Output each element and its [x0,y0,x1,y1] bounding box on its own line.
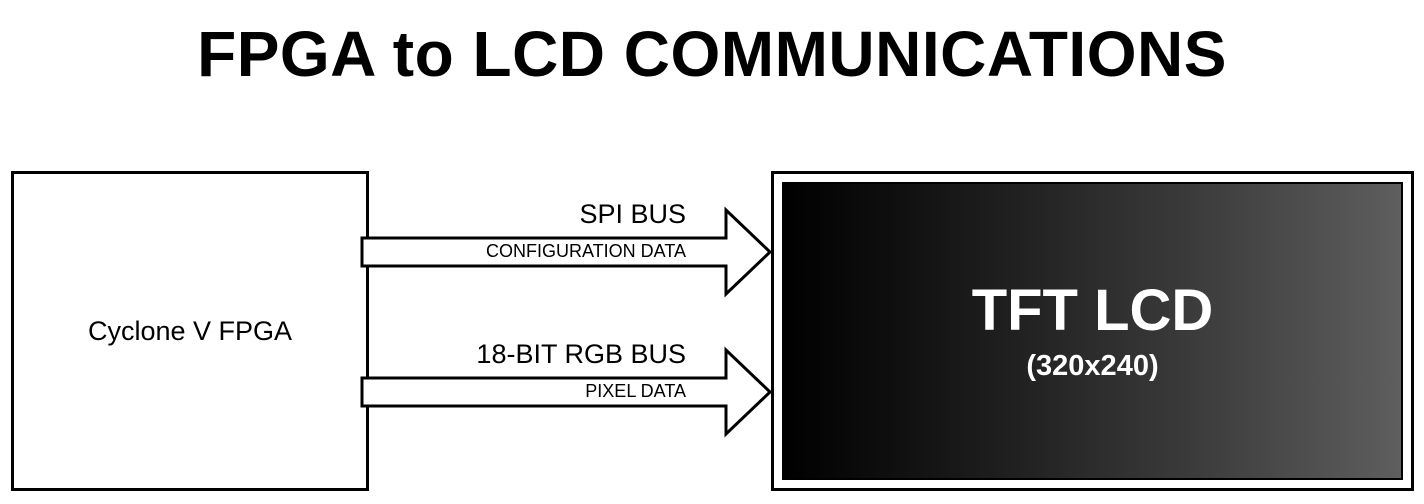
lcd-block: TFT LCD (320x240) [771,171,1414,491]
lcd-resolution: (320x240) [1026,350,1159,382]
rgb-bus-arrow [360,346,773,438]
diagram-title: FPGA to LCD COMMUNICATIONS [197,18,1227,90]
fpga-block: Cyclone V FPGA [11,171,369,491]
spi-bus-arrow [360,206,773,298]
fpga-label: Cyclone V FPGA [87,316,293,346]
rgb-bus-label: 18-BIT RGB BUS [476,339,686,369]
lcd-title: TFT LCD [971,278,1214,343]
lcd-screen: TFT LCD (320x240) [782,182,1403,480]
spi-bus-label: SPI BUS [579,199,686,229]
rgb-bus-description: PIXEL DATA [585,381,686,401]
spi-bus-description: CONFIGURATION DATA [486,241,686,261]
